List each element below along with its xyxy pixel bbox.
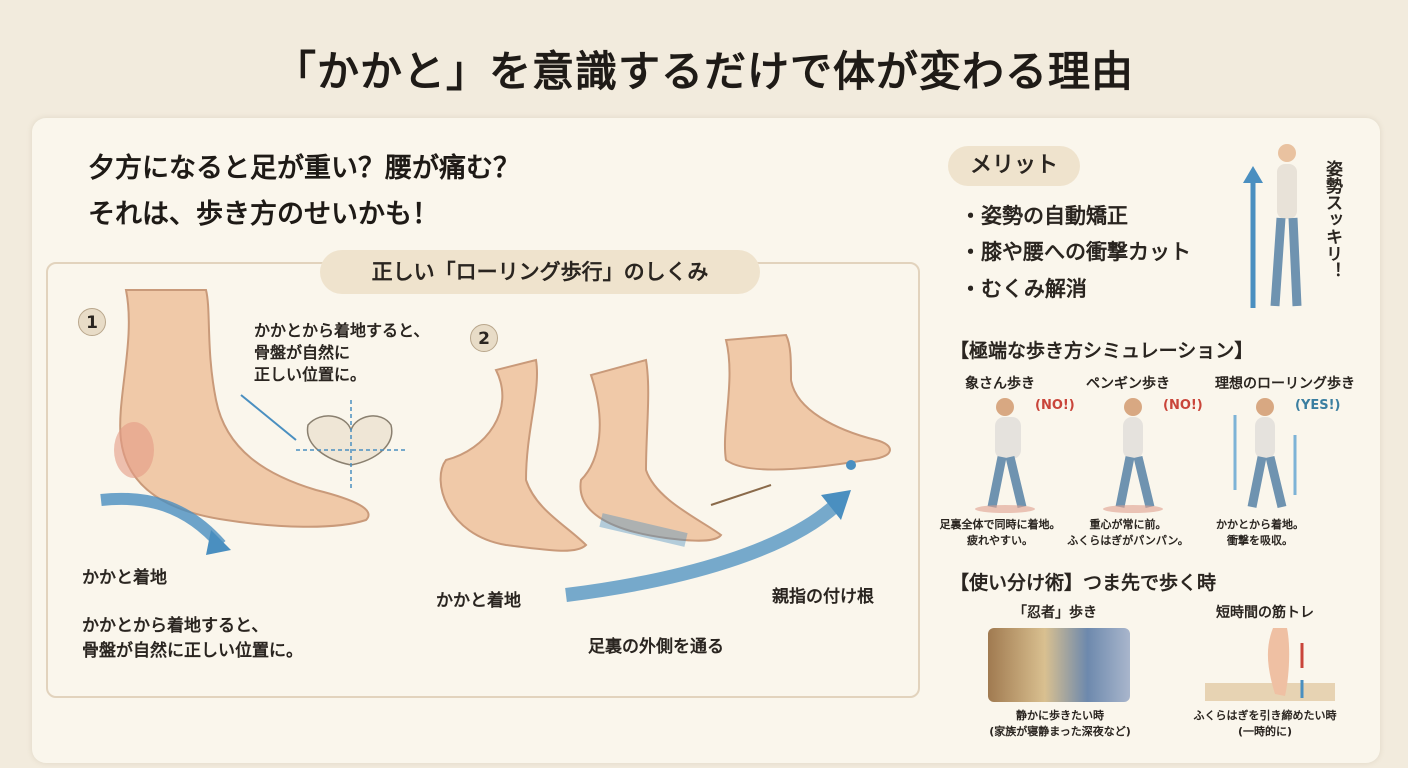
merits-title: メリット bbox=[948, 146, 1080, 186]
desc-line: ふくらはぎを引き締めたい時 bbox=[1193, 709, 1337, 722]
merit-item: ・むくみ解消 bbox=[960, 277, 1087, 301]
desc-line: 足裏全体で同時に着地。 bbox=[939, 518, 1061, 531]
big-toe-base-label: 親指の付け根 bbox=[772, 587, 874, 607]
foot-illustrations bbox=[100, 289, 891, 602]
foot-1-illustration bbox=[100, 289, 370, 555]
desc-line: 静かに歩きたい時 bbox=[1016, 709, 1104, 722]
usage-title: 【使い分け術】つま先で歩く時 bbox=[950, 572, 1217, 594]
step-1-badge: 1 bbox=[78, 308, 106, 336]
ninja-walk-image bbox=[988, 628, 1130, 702]
walker-figure bbox=[1233, 398, 1297, 509]
step-arrow bbox=[710, 484, 772, 506]
desc-line: かかとから着地。 bbox=[1216, 518, 1304, 531]
content-panel bbox=[32, 118, 1380, 763]
walk-verdict: (NO!) bbox=[1035, 398, 1075, 413]
posture-figure bbox=[1243, 144, 1302, 308]
walk-desc: かかとから着地。 衝撃を吸収。 bbox=[1195, 517, 1325, 549]
walk-verdict: (YES!) bbox=[1295, 398, 1341, 413]
page-title: 「かかと」を意識するだけで体が変わる理由 bbox=[273, 47, 1134, 96]
walk-type-name: ペンギン歩き bbox=[1086, 376, 1170, 392]
calf-training-desc: ふくらはぎを引き締めたい時 (一時的に) bbox=[1170, 708, 1360, 740]
walk-type-name: 理想のローリング歩き bbox=[1215, 376, 1355, 392]
pelvis-arrow bbox=[240, 394, 297, 441]
walker-figure bbox=[1103, 398, 1163, 513]
desc-line: ふくらはぎがパンパン。 bbox=[1067, 534, 1189, 547]
desc-line: 重心が常に前。 bbox=[1089, 518, 1167, 531]
bottom-note-line: かかとから着地すると、 bbox=[82, 616, 269, 636]
walker-figure bbox=[975, 398, 1035, 513]
desc-line: 衝撃を吸収。 bbox=[1227, 534, 1293, 547]
pelvis-note-line: かかとから着地すると、 bbox=[254, 321, 430, 340]
foot-2-illustrations bbox=[439, 333, 891, 552]
outer-path-highlight bbox=[599, 513, 688, 547]
desc-line: (家族が寝静まった深夜など) bbox=[989, 725, 1131, 738]
rolling-walk-title: 正しい「ローリング歩行」のしくみ bbox=[320, 250, 760, 294]
walk-desc: 重心が常に前。 ふくらはぎがパンパン。 bbox=[1063, 517, 1193, 549]
rolling-arrow bbox=[565, 499, 841, 602]
ninja-walk-desc: 静かに歩きたい時 (家族が寝静まった深夜など) bbox=[950, 708, 1170, 740]
pelvis-illustration bbox=[296, 400, 406, 490]
outer-sole-label: 足裏の外側を通る bbox=[588, 637, 724, 657]
merit-item: ・姿勢の自動矯正 bbox=[960, 204, 1128, 228]
walk-desc: 足裏全体で同時に着地。 疲れやすい。 bbox=[935, 517, 1065, 549]
heel-landing-label-1: かかと着地 bbox=[82, 568, 167, 588]
desc-line: 疲れやすい。 bbox=[967, 534, 1033, 547]
lead-line-2: それは、歩き方のせいかも！ bbox=[88, 199, 439, 230]
desc-line: (一時的に) bbox=[1237, 725, 1293, 738]
bottom-note-line: 骨盤が自然に正しい位置に。 bbox=[82, 641, 303, 661]
merit-item: ・膝や腰への衝撃カット bbox=[960, 240, 1191, 264]
step-2-badge: 2 bbox=[470, 324, 498, 352]
lead-line-1: 夕方になると足が重い？腰が痛む？ bbox=[88, 153, 520, 184]
calf-training-image bbox=[1205, 628, 1335, 701]
pelvis-note: かかとから着地すると、 骨盤が自然に 正しい位置に。 bbox=[254, 320, 429, 386]
bottom-note: かかとから着地すると、 骨盤が自然に正しい位置に。 bbox=[82, 614, 303, 664]
pelvis-note-line: 骨盤が自然に bbox=[254, 343, 351, 362]
heel-landing-label-2: かかと着地 bbox=[436, 591, 521, 611]
pelvis-note-line: 正しい位置に。 bbox=[254, 365, 367, 384]
posture-label: 姿勢スッキリ！ bbox=[1322, 160, 1342, 279]
simulation-title: 【極端な歩き方シミュレーション】 bbox=[950, 340, 1254, 362]
walk-type-name: 象さん歩き bbox=[965, 376, 1035, 392]
toe-joint-marker bbox=[846, 460, 856, 470]
calf-training-title: 短時間の筋トレ bbox=[1216, 605, 1314, 621]
ninja-walk-title: 「忍者」歩き bbox=[1013, 605, 1097, 621]
walk-verdict: (NO!) bbox=[1163, 398, 1203, 413]
